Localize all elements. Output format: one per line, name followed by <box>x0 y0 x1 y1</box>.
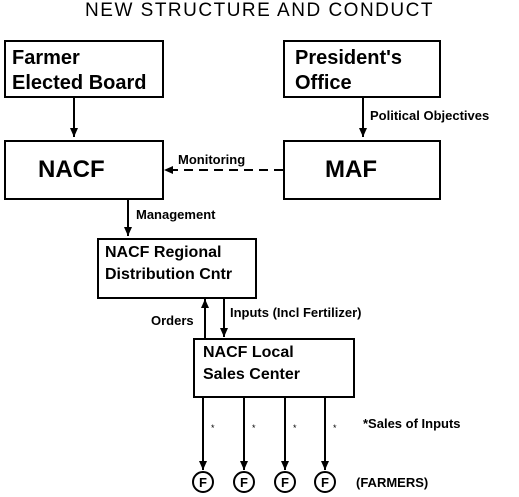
nacf-label: NACF <box>38 156 105 183</box>
sales-asterisk: * <box>293 423 297 433</box>
svg-text:F: F <box>199 475 207 490</box>
nacf-local-box: NACF Local Sales Center <box>193 338 355 398</box>
presidents-office-box: President's Office <box>283 40 441 98</box>
monitoring-label: Monitoring <box>178 152 246 167</box>
regional-line1: NACF Regional <box>105 244 222 261</box>
management-label: Management <box>136 207 216 222</box>
nacf-regional-box: NACF Regional Distribution Cntr <box>97 238 257 299</box>
inputs-label: Inputs (Incl Fertilizer) <box>230 305 362 320</box>
local-line2: Sales Center <box>203 366 300 383</box>
farmer-node: F <box>314 471 336 493</box>
nacf-box: NACF <box>4 140 164 200</box>
maf-box: MAF <box>283 140 441 200</box>
farmer-node: F <box>274 471 296 493</box>
farmer-elected-board-box: Farmer Elected Board <box>4 40 164 98</box>
board-line2: Elected Board <box>12 72 147 94</box>
farmer-node: F <box>192 471 214 493</box>
sales-asterisk: * <box>211 423 215 433</box>
orders-label: Orders <box>151 313 194 328</box>
svg-text:F: F <box>281 475 289 490</box>
sales-asterisk: * <box>252 423 256 433</box>
regional-line2: Distribution Cntr <box>105 266 233 283</box>
sales-of-inputs-label: *Sales of Inputs <box>363 416 461 431</box>
farmer-node: F <box>233 471 255 493</box>
political-objectives-label: Political Objectives <box>370 108 490 123</box>
maf-label: MAF <box>325 156 377 183</box>
local-line1: NACF Local <box>203 344 294 361</box>
diagram-title: NEW STRUCTURE AND CONDUCT <box>85 0 434 21</box>
svg-text:F: F <box>321 475 329 490</box>
president-line2: Office <box>295 72 352 94</box>
board-line1: Farmer <box>12 47 80 69</box>
president-line1: President's <box>295 47 403 69</box>
farmers-label: (FARMERS) <box>356 475 429 490</box>
svg-text:F: F <box>240 475 248 490</box>
sales-asterisk: * <box>333 423 337 433</box>
